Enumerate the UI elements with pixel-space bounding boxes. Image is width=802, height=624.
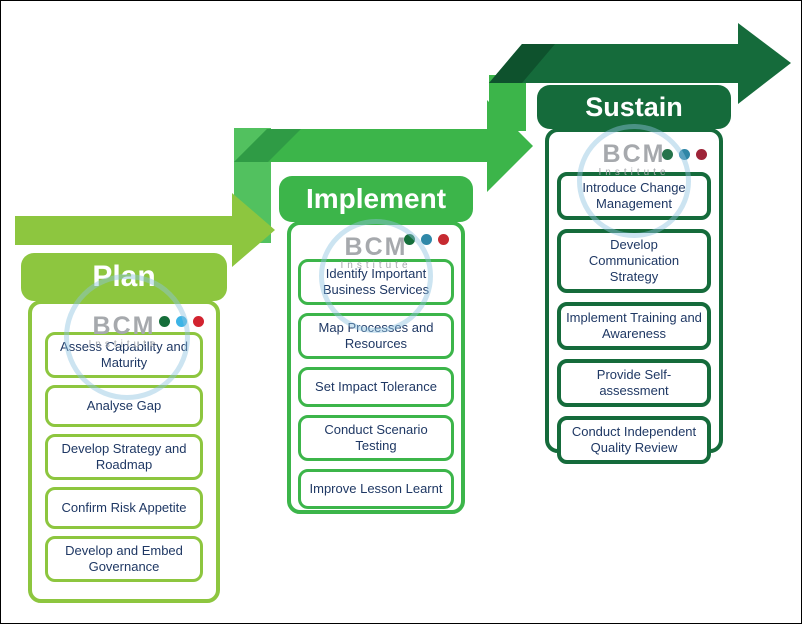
- phase-item-label: Identify Important Business Services: [322, 266, 430, 297]
- phase-item-label: Develop Communication Strategy: [588, 237, 680, 284]
- brand-dot-green: [404, 234, 415, 245]
- phase-item-label: Confirm Risk Appetite: [61, 500, 187, 515]
- phase-item-label: Set Impact Tolerance: [315, 379, 437, 394]
- phase-item: Conduct Scenario Testing: [298, 415, 454, 461]
- phase-title-implement: Implement: [305, 183, 447, 214]
- sustain-arrow-fold: [489, 44, 555, 83]
- implement-arrow-fold: [234, 129, 301, 162]
- brand-dot-red: [193, 316, 204, 327]
- phase-item-label: Conduct Independent Quality Review: [571, 424, 697, 455]
- phase-items-plan: Assess Capability and Maturity Analyse G…: [32, 304, 216, 582]
- phase-item: Develop and Embed Governance: [45, 536, 203, 582]
- brand-dot-blue: [421, 234, 432, 245]
- phase-item-label: Develop and Embed Governance: [65, 543, 183, 574]
- phase-header-sustain: Sustain: [537, 85, 731, 129]
- brand-dot-green: [159, 316, 170, 327]
- sustain-arrow-bar: [489, 44, 738, 83]
- brand-dot-blue: [176, 316, 187, 327]
- phase-item-label: Develop Strategy and Roadmap: [61, 441, 187, 472]
- phase-item: Develop Strategy and Roadmap: [45, 434, 203, 480]
- phase-title-plan: Plan: [92, 260, 156, 293]
- phase-item-label: Conduct Scenario Testing: [324, 422, 428, 453]
- phase-item: Identify Important Business Services: [298, 259, 454, 305]
- phase-card-sustain: Sustain Introduce Change Management Deve…: [537, 85, 731, 464]
- phase-item: Introduce Change Management: [557, 172, 711, 220]
- phase-item-label: Analyse Gap: [86, 398, 162, 413]
- phase-card-plan: Plan Assess Capability and Maturity Anal…: [21, 253, 227, 603]
- plan-arrow-head: [232, 193, 275, 267]
- phase-item: Provide Self-assessment: [557, 359, 711, 407]
- plan-arrow-bar: [15, 216, 232, 245]
- phase-item: Implement Training and Awareness: [557, 302, 711, 350]
- phase-items-sustain: Introduce Change Management Develop Comm…: [549, 132, 719, 464]
- phase-card-implement: Implement Identify Important Business Se…: [279, 176, 473, 514]
- phase-item: Confirm Risk Appetite: [45, 487, 203, 529]
- phase-body-plan: Assess Capability and Maturity Analyse G…: [28, 274, 220, 603]
- phase-item: Improve Lesson Learnt: [298, 469, 454, 509]
- implement-arrow-head: [487, 100, 533, 192]
- brand-dots: [159, 316, 204, 327]
- sustain-arrow-head: [738, 23, 791, 104]
- brand-dot-red: [696, 149, 707, 160]
- phase-header-plan: Plan: [21, 253, 227, 301]
- phase-body-implement: Identify Important Business Services Map…: [287, 219, 465, 514]
- phase-item-label: Implement Training and Awareness: [566, 310, 702, 341]
- phase-item: Conduct Independent Quality Review: [557, 416, 711, 464]
- brand-dot-red: [438, 234, 449, 245]
- phase-header-implement: Implement: [279, 176, 473, 222]
- phase-item: Assess Capability and Maturity: [45, 332, 203, 378]
- brand-dots: [404, 234, 449, 245]
- phase-item-label: Improve Lesson Learnt: [309, 481, 443, 496]
- phase-title-sustain: Sustain: [585, 91, 683, 122]
- phase-item: Analyse Gap: [45, 385, 203, 427]
- phase-item-label: Assess Capability and Maturity: [60, 339, 188, 370]
- phase-item-label: Map Processes and Resources: [318, 320, 434, 351]
- brand-dots: [662, 149, 707, 160]
- phase-item-label: Introduce Change Management: [582, 180, 686, 211]
- phase-item: Set Impact Tolerance: [298, 367, 454, 407]
- phase-item: Map Processes and Resources: [298, 313, 454, 359]
- implement-arrow-bar: [234, 129, 487, 162]
- phase-items-implement: Identify Important Business Services Map…: [291, 225, 461, 509]
- phase-item-label: Provide Self-assessment: [596, 367, 672, 398]
- phase-body-sustain: Introduce Change Management Develop Comm…: [545, 124, 723, 464]
- brand-dot-green: [662, 149, 673, 160]
- brand-dot-blue: [679, 149, 690, 160]
- phase-item: Develop Communication Strategy: [557, 229, 711, 293]
